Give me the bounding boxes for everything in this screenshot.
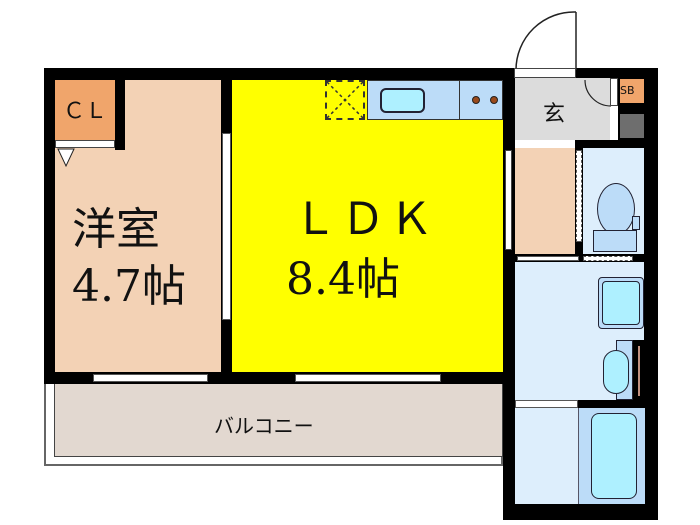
- fridge-x-icon: [326, 81, 364, 119]
- closet: [55, 80, 115, 140]
- wall-top-right: [512, 68, 658, 78]
- wall-right: [644, 68, 658, 520]
- toilet-tank-icon: [593, 230, 637, 252]
- balcony-label: バルコニー: [214, 414, 314, 438]
- fridge-space: [325, 80, 365, 120]
- ldk-size: 8.4帖: [286, 254, 400, 305]
- entrance-label: 玄: [543, 102, 566, 127]
- vanity-sink-icon: [603, 350, 629, 394]
- entrance-door[interactable]: [514, 68, 576, 78]
- closet-wall: [115, 80, 125, 150]
- stove-burner-icon: [490, 96, 498, 104]
- meter-box: [620, 114, 644, 138]
- sliding-door-toilet[interactable]: [576, 150, 582, 242]
- closet-door[interactable]: [55, 140, 115, 148]
- wall-east-ldk: [503, 68, 515, 520]
- sliding-door-corridor-ldk[interactable]: [505, 150, 512, 250]
- sliding-door-western-ldk[interactable]: [222, 133, 231, 320]
- counter-divider: [459, 80, 460, 120]
- bathtub-icon: [591, 413, 637, 499]
- sliding-door-washroom[interactable]: [583, 256, 633, 261]
- entrance-door-swing-icon: [515, 11, 577, 70]
- entrance: [515, 78, 610, 140]
- wall-bottom-right: [503, 504, 658, 520]
- washing-machine-drum-icon: [602, 281, 640, 325]
- bathroom-entry: [515, 408, 578, 504]
- western-room-size: 4.7帖: [72, 261, 186, 312]
- entrance-inner-door-swing-icon: [584, 79, 612, 107]
- shoe-box-label: SB: [620, 84, 635, 97]
- wall-left: [44, 68, 55, 384]
- ldk: [232, 80, 503, 372]
- closet-label: ＣＬ: [63, 99, 108, 124]
- bath-entry-door[interactable]: [515, 400, 578, 408]
- balcony: [54, 384, 503, 457]
- wall-washroom-top: [515, 254, 644, 262]
- toilet-handle-icon: [632, 216, 640, 230]
- closet-door-swing-icon: [57, 148, 75, 168]
- kitchen-sink: [380, 88, 425, 113]
- mirror-icon: [638, 346, 640, 396]
- corridor: [515, 148, 575, 254]
- washroom-door[interactable]: [517, 256, 579, 261]
- ldk-name: ＬＤＫ: [293, 194, 437, 245]
- shoe-box: [620, 79, 644, 103]
- wall-top-left: [44, 68, 514, 80]
- entrance-inner-door[interactable]: [610, 78, 618, 106]
- window-western[interactable]: [93, 374, 208, 382]
- western-room-name: 洋室: [72, 204, 160, 255]
- wall-entrance-bottom: [575, 140, 645, 148]
- wall-bath-top: [578, 400, 644, 408]
- stove-burner-icon: [472, 96, 480, 104]
- toilet-bowl-icon: [597, 183, 635, 235]
- window-ldk[interactable]: [295, 374, 441, 382]
